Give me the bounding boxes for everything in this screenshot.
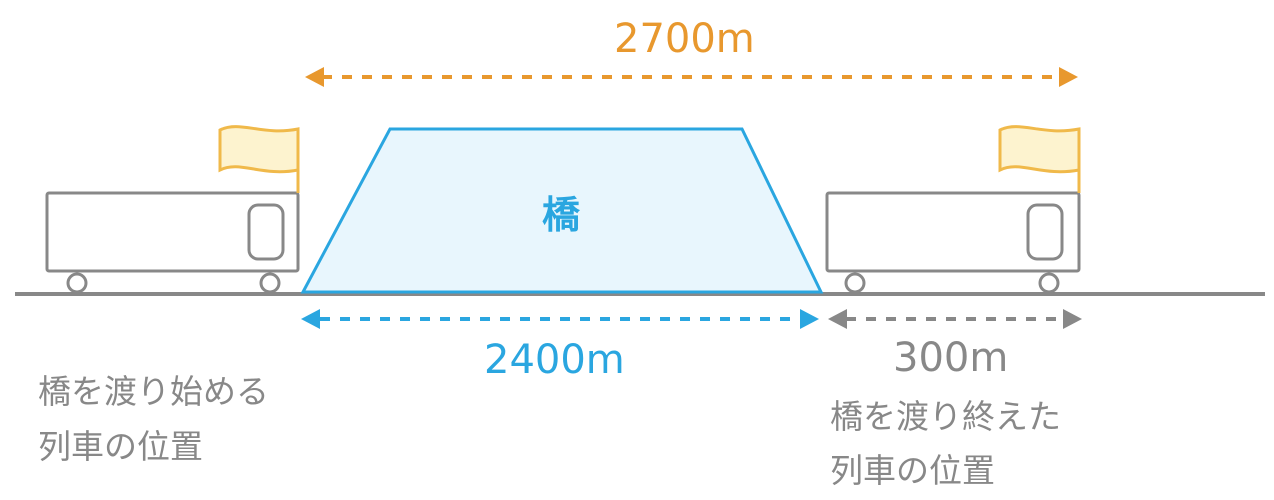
wheel [1038, 272, 1060, 294]
total-distance-label: 2700m [614, 16, 755, 62]
start-caption-line1: 橋を渡り始める [38, 372, 269, 411]
arrowhead-left [828, 309, 847, 329]
train-car-start [45, 191, 300, 294]
train-length-arrow [828, 309, 1082, 329]
wheel [844, 272, 866, 294]
bridge-shape [300, 127, 824, 294]
arrowhead-right [1063, 309, 1082, 329]
bridge-name-label: 橋 [542, 193, 581, 237]
bridge-length-label: 2400m [484, 337, 625, 383]
arrowhead-right [1059, 67, 1078, 87]
bridge-length-arrow [301, 309, 819, 329]
arrowhead-left [305, 67, 324, 87]
train-window [1026, 203, 1064, 261]
train-car-end [825, 191, 1081, 294]
total-distance-arrow [305, 67, 1078, 87]
arrowhead-left [301, 309, 320, 329]
arrowhead-right [800, 309, 819, 329]
train-length-label: 300m [893, 335, 1009, 381]
end-caption-line1: 橋を渡り終えた [830, 397, 1061, 436]
flag-icon [998, 125, 1081, 193]
flag-icon [218, 125, 300, 193]
start-caption-line2: 列車の位置 [38, 427, 203, 466]
wheel [259, 272, 281, 294]
train-window [247, 203, 285, 261]
wheel [66, 272, 88, 294]
end-caption-line2: 列車の位置 [830, 451, 995, 490]
